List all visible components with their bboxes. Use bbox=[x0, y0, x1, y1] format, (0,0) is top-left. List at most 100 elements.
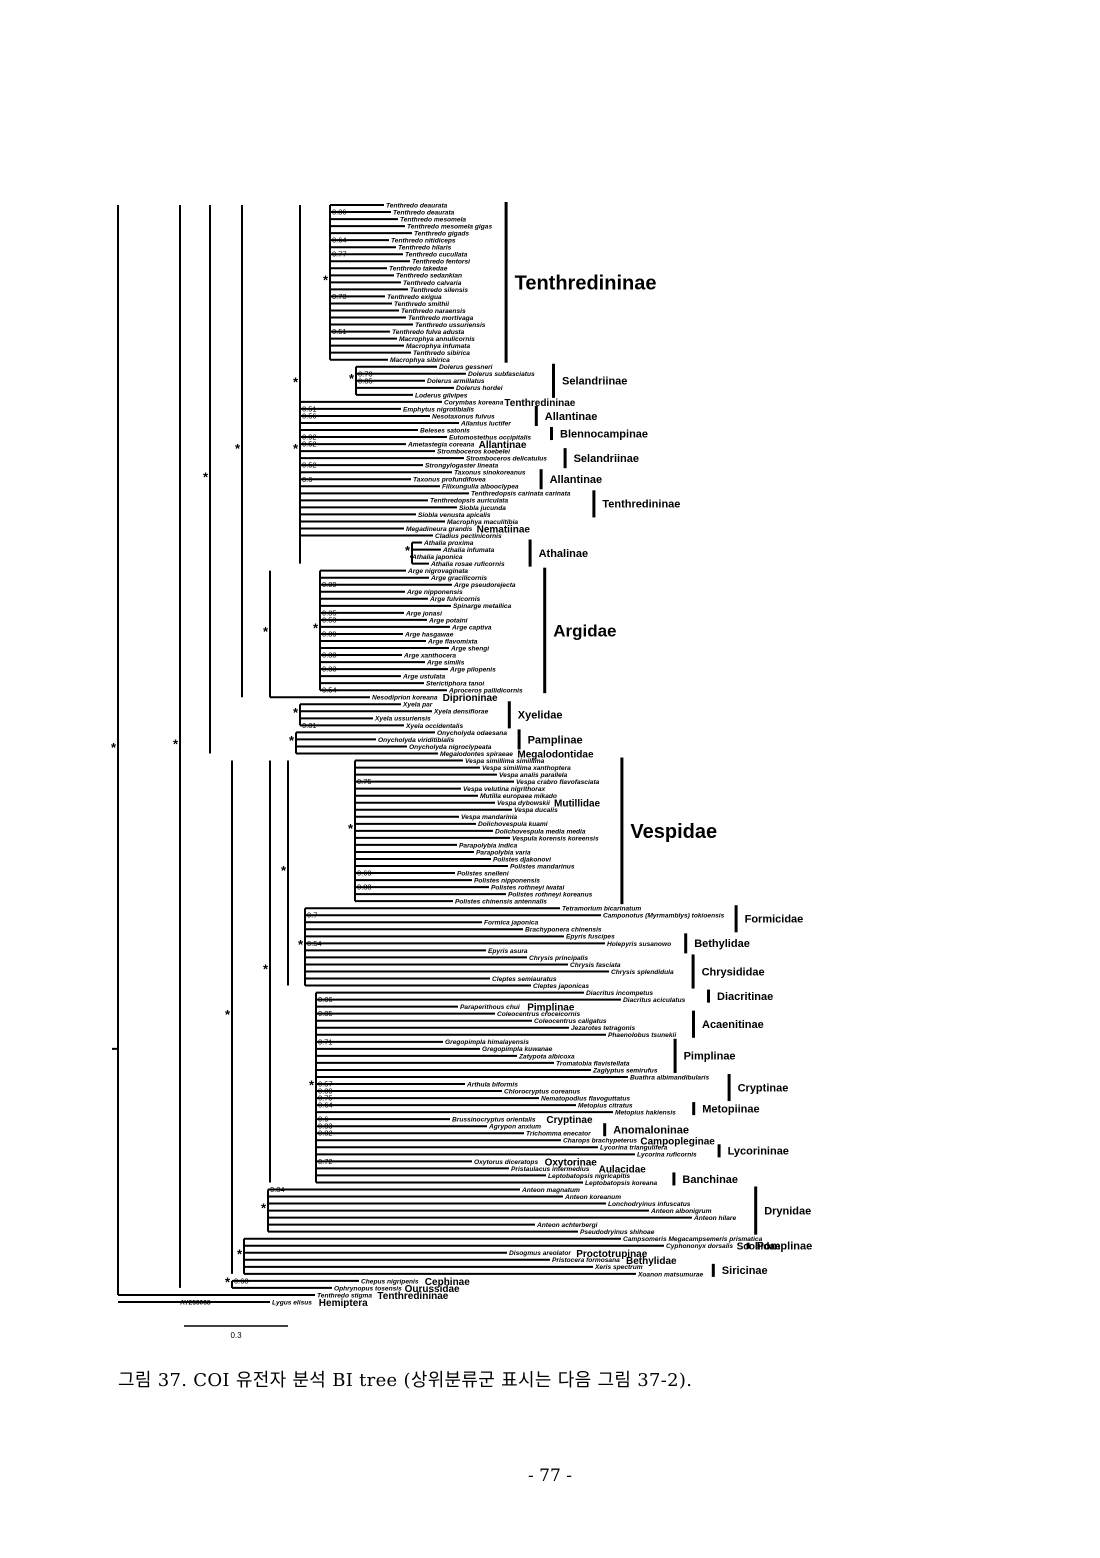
taxon-label: Arge fulvicornis bbox=[429, 596, 481, 603]
taxon-label: Parapolybia varia bbox=[476, 849, 531, 856]
group-label: Formicidae bbox=[745, 914, 804, 926]
taxon-label: Charops brachypeterus bbox=[563, 1138, 637, 1145]
posterior-asterisk: * bbox=[323, 272, 329, 287]
posterior-asterisk: * bbox=[313, 620, 319, 635]
taxon-label: Camponotus (Myrmamblys) tokioensis bbox=[603, 913, 725, 920]
posterior-asterisk: * bbox=[293, 374, 299, 389]
group-bar bbox=[692, 1010, 695, 1038]
taxon-label: Allantus luctifer bbox=[460, 420, 511, 427]
taxon-label: Tenthredo ussuriensis bbox=[415, 322, 486, 329]
taxon-label: Tenthredo fentorsi bbox=[412, 259, 470, 266]
taxon-label: Megalodontes spiraeae bbox=[440, 751, 513, 758]
posterior-asterisk: * bbox=[225, 1007, 231, 1022]
group-bar bbox=[684, 933, 688, 954]
taxon-label: Lycorina ruficornis bbox=[637, 1152, 697, 1159]
taxon-label: Athalia rosae ruficornis bbox=[430, 561, 505, 568]
taxon-label: Xyela par bbox=[402, 702, 433, 709]
support-value: 0.83 bbox=[318, 1122, 333, 1131]
inline-group-label: Tenthredininae bbox=[504, 398, 575, 409]
group-label: Tenthredininae bbox=[602, 499, 680, 511]
taxon-label: Tenthredo mortivaga bbox=[408, 315, 474, 322]
taxon-label: Arge nigrovaginata bbox=[407, 568, 468, 575]
taxon-label: Aproceros pallidicornis bbox=[448, 688, 523, 695]
taxon-label: Pseudodryinus shihoae bbox=[580, 1229, 655, 1236]
taxon-label: Jezarotes tetragonis bbox=[571, 1025, 635, 1032]
taxon-label: Coleocentrus caligatus bbox=[534, 1018, 607, 1025]
taxon-label: Epyris fuscipes bbox=[566, 934, 615, 941]
support-value: 0.82 bbox=[318, 1129, 333, 1138]
taxon-label: Athalia proxima bbox=[423, 540, 474, 547]
group-bar bbox=[727, 1073, 731, 1102]
taxon-label: Vespa dybowskii bbox=[497, 800, 550, 807]
taxon-label: Vespula korensis koreensis bbox=[512, 835, 599, 842]
taxon-label: Polistes rothneyi koreanus bbox=[508, 892, 593, 899]
taxon-label: Vespa analis parallela bbox=[499, 772, 568, 779]
taxon-label: Tenthredo cucullata bbox=[405, 252, 468, 259]
taxon-label: Corymbas koreana bbox=[444, 399, 504, 406]
taxon-label: Beleses satonis bbox=[420, 427, 470, 434]
taxon-label: Tenthredo calvaria bbox=[403, 280, 462, 287]
taxon-label: Polistes mandarinus bbox=[510, 863, 575, 870]
posterior-asterisk: * bbox=[281, 863, 287, 878]
taxon-label: Polistes snelleni bbox=[457, 870, 509, 877]
group-bar bbox=[543, 567, 547, 694]
group-labels: TenthredininaeAllantinaeNematiinaeDiprio… bbox=[319, 202, 812, 1309]
taxon-label: Tenthredo mesomela bbox=[400, 216, 466, 223]
taxon-label: Vespa simillima simillima bbox=[465, 758, 545, 765]
taxon-label: Leptobatopsis koreana bbox=[585, 1180, 658, 1187]
scale-bar: 0.3 bbox=[184, 1325, 288, 1340]
taxon-label: Taxonus profundifovea bbox=[413, 477, 486, 484]
posterior-asterisk: * bbox=[289, 733, 295, 748]
support-value: 0.83 bbox=[322, 665, 337, 674]
group-bar bbox=[711, 1263, 715, 1277]
support-value: 0.89 bbox=[322, 580, 337, 589]
taxon-label: Cleptes japonicas bbox=[533, 983, 589, 990]
support-value: 0.85 bbox=[358, 376, 373, 385]
taxon-label: Dolerus armillatus bbox=[427, 378, 485, 385]
inline-group-label: Megalodontidae bbox=[517, 750, 594, 761]
taxon-label: Arge jonasi bbox=[405, 610, 442, 617]
support-value: 0.88 bbox=[322, 651, 337, 660]
taxon-label: Tenthredo nitidiceps bbox=[391, 238, 456, 245]
support-value: 0.54 bbox=[322, 686, 337, 695]
taxon-label: Tenthredo silensis bbox=[410, 287, 468, 294]
group-label: Cryptinae bbox=[738, 1082, 789, 1094]
taxon-label: Arge potaini bbox=[428, 617, 468, 624]
support-value: 0.52 bbox=[302, 440, 317, 449]
taxon-label: Diacritus aciculatus bbox=[623, 997, 686, 1004]
group-label: Pimplinae bbox=[684, 1051, 736, 1063]
taxon-label: Onycholyda viriditibialis bbox=[378, 737, 455, 744]
taxon-label: Ametastegia coreana bbox=[407, 441, 475, 448]
taxon-label: Gregopimpla himalayensis bbox=[445, 1039, 529, 1046]
taxon-label: Metopius citratus bbox=[578, 1103, 633, 1110]
posterior-asterisk: * bbox=[225, 1274, 231, 1289]
taxon-label: Arge pseudorejecta bbox=[453, 582, 516, 589]
group-label: Athalinae bbox=[539, 548, 589, 560]
taxon-label: Mutilla europaea mikado bbox=[480, 793, 557, 800]
inline-group-label: Oxytorinae bbox=[545, 1157, 598, 1168]
taxon-label: Dolerus subfasciatus bbox=[468, 371, 535, 378]
posterior-asterisk: * bbox=[405, 543, 411, 558]
inline-group-label: Allantinae bbox=[479, 440, 527, 451]
taxon-label: Lonchodryinus infuscatus bbox=[608, 1201, 691, 1208]
support-value: 0.85 bbox=[322, 608, 337, 617]
support-value: 0.64 bbox=[318, 1101, 333, 1110]
group-label: Tenthredininae bbox=[515, 272, 657, 294]
taxon-label: Macrophya maculitibia bbox=[447, 519, 518, 526]
support-value: 0.51 bbox=[332, 327, 347, 336]
group-label: Metopiinae bbox=[702, 1103, 759, 1115]
group-bar bbox=[563, 448, 567, 469]
taxon-label: Parapolybia indica bbox=[459, 842, 518, 849]
group-bar bbox=[707, 989, 710, 1003]
support-value: 0.64 bbox=[332, 236, 347, 245]
inline-group-label: Proctotrupinae bbox=[576, 1249, 648, 1260]
support-value: 0.86 bbox=[332, 208, 347, 217]
taxon-label: Anteon albonigrum bbox=[650, 1208, 712, 1215]
taxon-label: Brachyponera chinensis bbox=[525, 927, 602, 934]
group-bar bbox=[507, 701, 511, 729]
taxon-label: Strongylogaster lineata bbox=[425, 463, 499, 470]
support-value: 0.84 bbox=[270, 1185, 285, 1194]
taxon-label: Tenthredo deaurata bbox=[386, 202, 448, 209]
taxon-label: Phaenolobus tsunekii bbox=[608, 1032, 676, 1039]
posterior-asterisk: * bbox=[235, 441, 241, 456]
